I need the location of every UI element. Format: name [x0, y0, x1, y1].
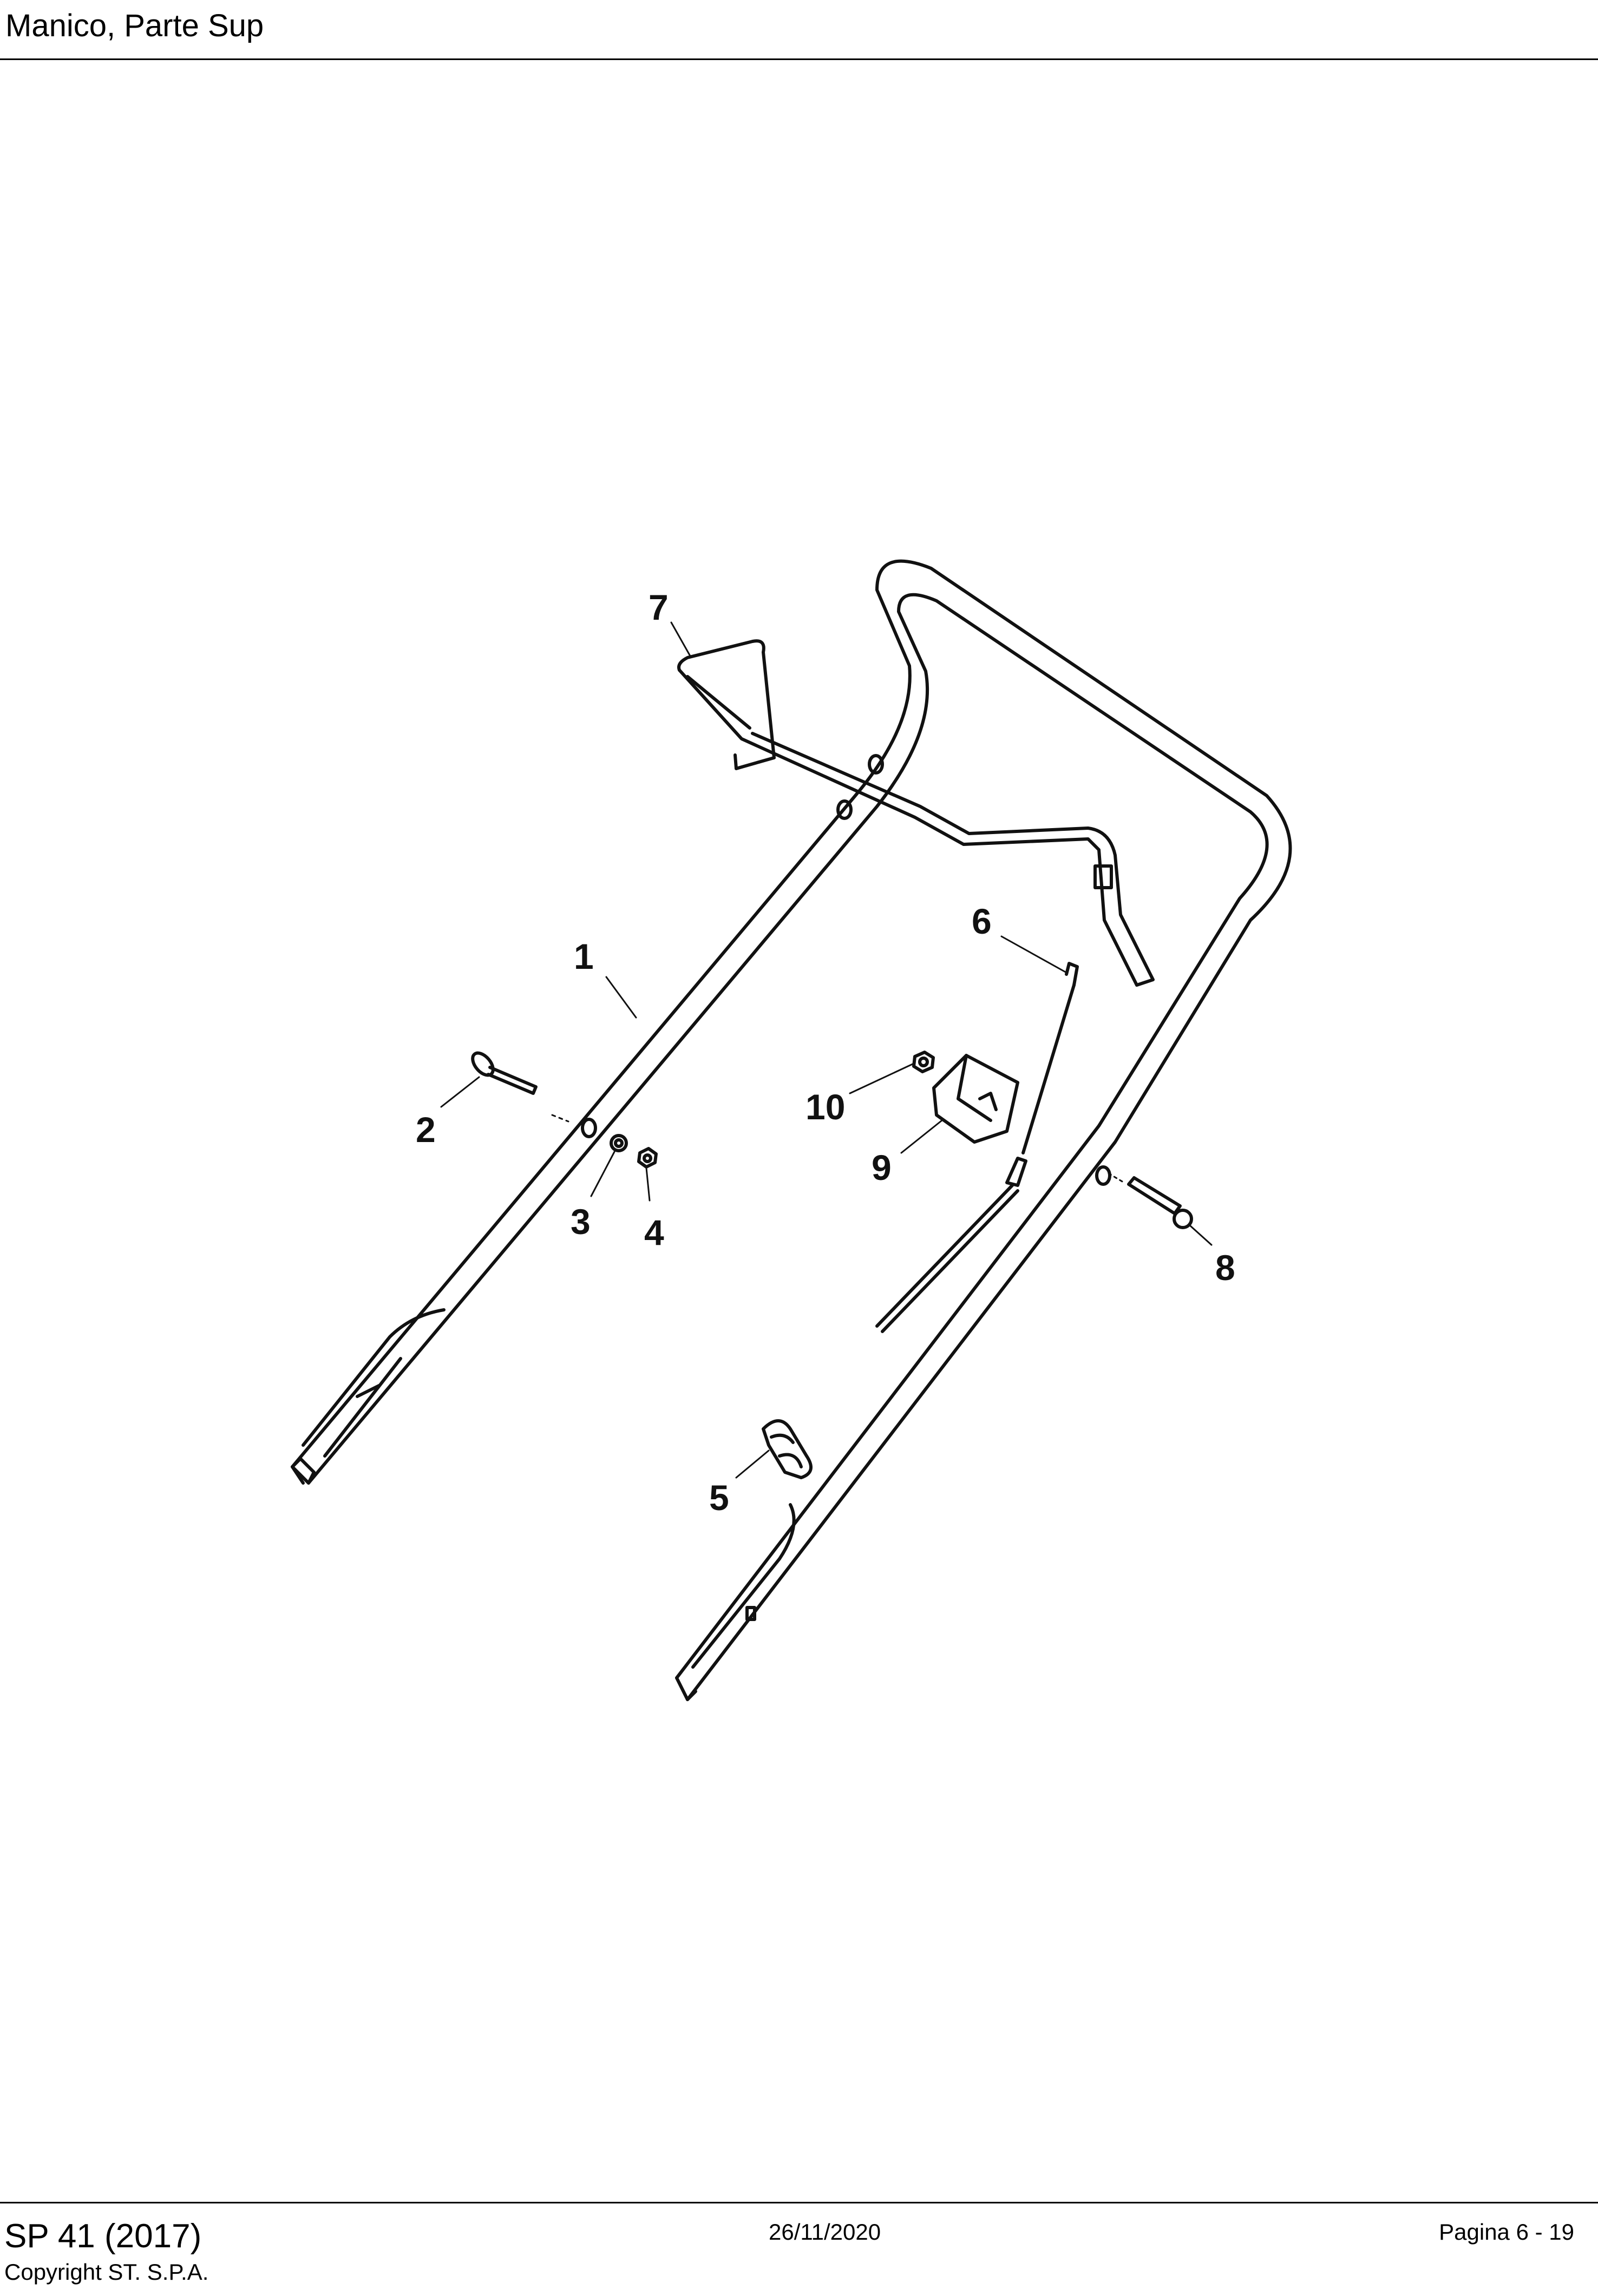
nut: [637, 1147, 658, 1169]
page-number: Pagina 6 - 19: [1439, 2219, 1574, 2245]
small-nut: [912, 1051, 935, 1073]
callout-1: 1: [574, 936, 594, 976]
cable-guide: [932, 1054, 1019, 1144]
callout-9: 9: [872, 1147, 892, 1188]
callout-5: 5: [709, 1478, 729, 1518]
callout-2: 2: [416, 1110, 436, 1150]
callout-10: 10: [805, 1087, 845, 1127]
control-cable: [875, 962, 1079, 1333]
document-date: 26/11/2020: [769, 2219, 881, 2245]
pin: [471, 1051, 569, 1123]
copyright-text: Copyright ST. S.P.A.: [4, 2259, 209, 2285]
footer-divider: [0, 2202, 1598, 2203]
screw: [1108, 1172, 1193, 1229]
callout-3: 3: [571, 1202, 591, 1242]
page-title: Manico, Parte Sup: [5, 8, 264, 43]
model-name: SP 41 (2017): [4, 2218, 202, 2255]
handle-frame: [291, 559, 1292, 1701]
leader-lines: [440, 621, 1213, 1479]
callout-labels: 1 2 3 4 5 6 7 8 9 10: [416, 587, 1235, 1518]
callout-8: 8: [1215, 1248, 1235, 1288]
callout-7: 7: [649, 587, 669, 627]
washer: [610, 1134, 628, 1152]
control-lever: [677, 639, 1155, 987]
header-divider: [0, 58, 1598, 60]
callout-4: 4: [644, 1212, 664, 1252]
cable-clip: [762, 1419, 813, 1479]
callout-6: 6: [972, 901, 992, 941]
